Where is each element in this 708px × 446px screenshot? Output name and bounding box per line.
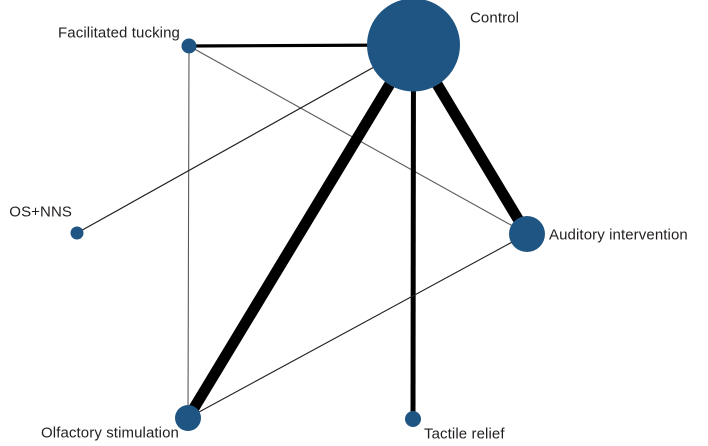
- edge-layer: [76, 42, 532, 421]
- edge-control-tactile-relief[interactable]: [410, 44, 416, 420]
- node-auditory-intervention[interactable]: [509, 216, 545, 252]
- node-facilitated-tucking[interactable]: [181, 38, 197, 54]
- node-label-os-nns: OS+NNS: [9, 203, 72, 221]
- node-label-control: Control: [470, 9, 520, 27]
- node-control[interactable]: [367, 0, 460, 92]
- edge-olfactory-stimulation-auditory-intervention[interactable]: [187, 233, 528, 419]
- node-olfactory-stimulation[interactable]: [175, 405, 201, 431]
- edge-facilitated-tucking-olfactory-stimulation[interactable]: [187, 45, 190, 419]
- node-label-auditory-intervention: Auditory intervention: [549, 226, 688, 244]
- edge-control-os-nns[interactable]: [76, 44, 414, 234]
- node-os-nns[interactable]: [70, 226, 84, 240]
- node-tactile-relief[interactable]: [405, 411, 421, 427]
- node-label-olfactory-stimulation: Olfactory stimulation: [41, 424, 179, 442]
- node-label-tactile-relief: Tactile relief: [424, 425, 505, 443]
- edge-control-olfactory-stimulation[interactable]: [183, 42, 419, 421]
- node-layer: [70, 0, 545, 431]
- node-label-facilitated-tucking: Facilitated tucking: [58, 24, 180, 42]
